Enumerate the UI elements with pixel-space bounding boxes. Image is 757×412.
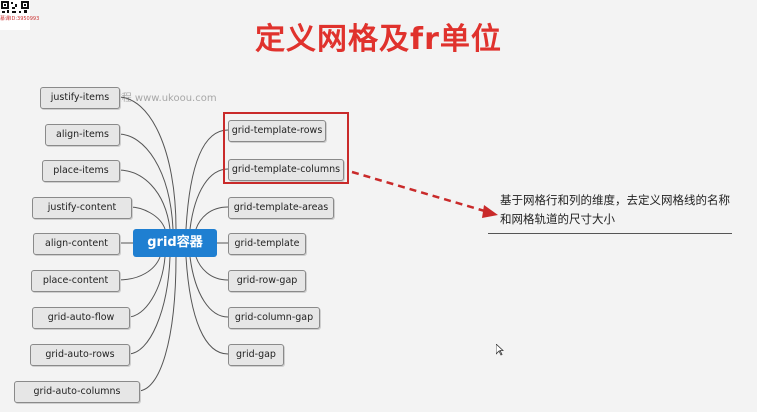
node-justify-content: justify-content	[32, 197, 132, 219]
connector-grid-gap	[185, 256, 229, 355]
node-place-content: place-content	[31, 270, 120, 292]
connector-grid-template-columns	[189, 168, 229, 230]
qr-caption: 慕课ID:3950993	[0, 16, 40, 22]
watermark: 慕课 | 教程 www.ukoou.com	[82, 93, 217, 104]
node-grid-template-areas: grid-template-areas	[228, 197, 334, 219]
node-grid-auto-flow: grid-auto-flow	[32, 307, 130, 329]
node-grid-template: grid-template	[228, 233, 306, 255]
dashed-arrow	[351, 170, 489, 214]
arrow-head-icon	[482, 205, 498, 218]
mouse-cursor-icon	[496, 344, 504, 356]
node-justify-items: justify-items	[40, 87, 120, 109]
highlight-box	[223, 112, 349, 184]
node-grid-template-columns: grid-template-columns	[228, 159, 344, 181]
connector-place-items	[117, 169, 171, 230]
node-grid-template-rows: grid-template-rows	[228, 120, 326, 142]
node-place-items: place-items	[42, 160, 120, 182]
connector-grid-row-gap	[195, 256, 229, 281]
node-grid-column-gap: grid-column-gap	[228, 307, 320, 329]
node-grid-auto-rows: grid-auto-rows	[30, 344, 130, 366]
description-underline	[488, 233, 732, 234]
connector-align-items	[117, 133, 174, 230]
page-title: 定义网格及fr单位	[255, 22, 502, 57]
connector-grid-auto-columns	[137, 256, 177, 392]
connector-grid-template-areas	[195, 206, 229, 230]
connector-grid-auto-flow	[127, 256, 166, 318]
connector-grid-template-rows	[185, 129, 229, 230]
connector-justify-content	[129, 206, 166, 230]
connector-grid-auto-rows	[127, 256, 171, 355]
center-node: grid容器	[133, 229, 217, 257]
connector-grid-column-gap	[189, 256, 229, 318]
qr-code-icon	[0, 0, 30, 30]
node-grid-gap: grid-gap	[228, 344, 284, 366]
node-grid-row-gap: grid-row-gap	[228, 270, 306, 292]
connector-place-content	[117, 256, 161, 281]
node-align-items: align-items	[45, 124, 120, 146]
description-text: 基于网格行和列的维度，去定义网格线的名称和网格轨道的尺寸大小	[500, 193, 730, 226]
connector-justify-items	[117, 96, 177, 230]
node-grid-auto-columns: grid-auto-columns	[14, 381, 140, 403]
node-align-content: align-content	[33, 233, 120, 255]
